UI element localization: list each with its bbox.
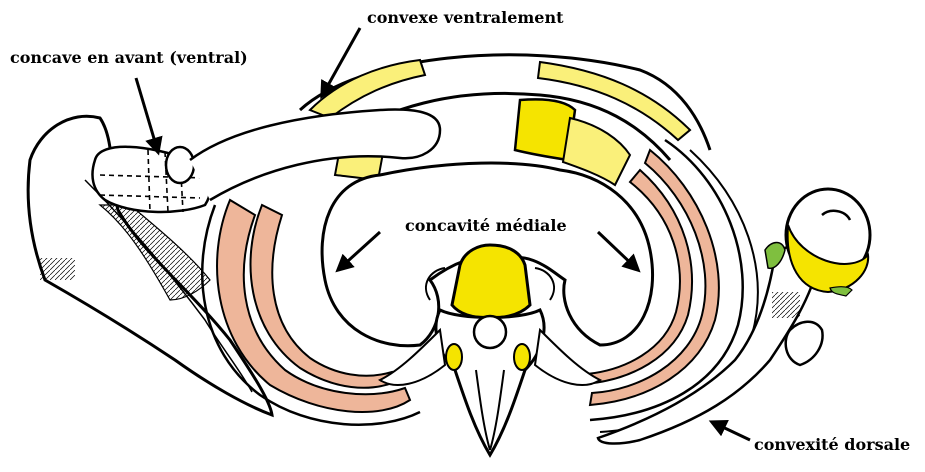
- left-humeral-head: [166, 147, 194, 183]
- label-concave-en-avant: concave en avant (ventral): [10, 50, 248, 66]
- label-convexe-ventralement: convexe ventralement: [367, 10, 564, 26]
- right-green-capsule: [830, 287, 852, 296]
- right-humerus-shaft: [786, 322, 823, 365]
- label-convexite-dorsale: convexité dorsale: [754, 437, 910, 453]
- arrow-concave-en-avant: [136, 78, 158, 152]
- right-pleural-recess: [535, 268, 554, 300]
- left-scapula-hatch: [40, 258, 75, 280]
- right-scapula-hatch: [772, 292, 800, 318]
- arrow-convexite-dorsale: [712, 422, 750, 440]
- left-rib-facet: [446, 344, 462, 370]
- right-rib-facet: [514, 344, 530, 370]
- label-concavite-mediale: concavité médiale: [405, 218, 567, 234]
- spinal-canal: [474, 316, 506, 348]
- vertebral-body: [452, 245, 530, 318]
